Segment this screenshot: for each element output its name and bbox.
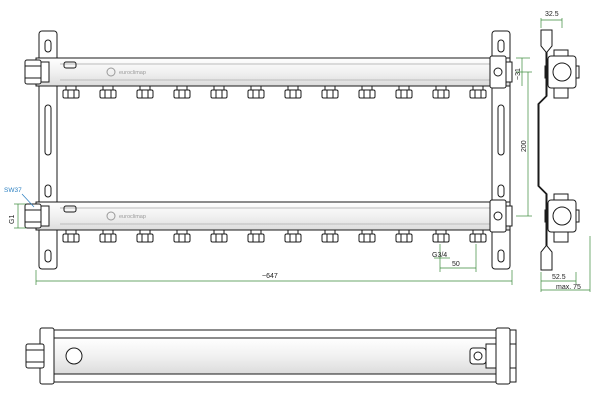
top-view-port (65, 347, 83, 365)
outlet-pitch-label: 50 (452, 261, 460, 268)
bottom-brand-logo: euroclimap (106, 211, 146, 221)
top-outlet-12 (469, 85, 487, 99)
bottom-outlet-9 (358, 229, 376, 243)
side-bracket (537, 29, 553, 271)
top-outlet-7 (284, 85, 302, 99)
center-distance-label: 200 (521, 140, 528, 152)
top-outlet-6 (247, 85, 265, 99)
top-outlets (62, 85, 487, 99)
bottom-brand-text: euroclimap (119, 214, 146, 220)
overall-length-label: ~647 (262, 273, 278, 280)
top-view (25, 327, 517, 385)
wrench-size-label: SW37 (4, 187, 22, 194)
bottom-outlet-1 (62, 229, 80, 243)
front-view: euroclimap euroclimap (24, 30, 513, 270)
side-view (537, 29, 580, 271)
bottom-inlet-nut (24, 203, 50, 229)
inlet-thread-label: G1 (9, 215, 16, 224)
top-brand-text: euroclimap (119, 70, 146, 76)
top-outlet-5 (210, 85, 228, 99)
bottom-outlet-3 (136, 229, 154, 243)
side-width-label: 32.5 (545, 11, 559, 18)
bottom-outlet-4 (173, 229, 191, 243)
bottom-outlet-6 (247, 229, 265, 243)
bottom-outlet-11 (432, 229, 450, 243)
top-offset-label: ~31 (515, 68, 522, 80)
top-outlet-10 (395, 85, 413, 99)
top-outlet-9 (358, 85, 376, 99)
top-view-vent (469, 347, 487, 365)
bottom-outlets (62, 229, 487, 243)
sw37-leader (21, 193, 35, 208)
top-brand-logo: euroclimap (106, 67, 146, 77)
bottom-end-cap (489, 199, 513, 233)
side-max-label: max. 75 (556, 284, 581, 291)
side-depth-label: 52.5 (552, 274, 566, 281)
top-view-inlet-nut (25, 343, 45, 369)
top-view-right-bracket (495, 327, 511, 385)
bottom-outlet-12 (469, 229, 487, 243)
bottom-outlet-2 (99, 229, 117, 243)
dimension-lines (14, 18, 591, 292)
bottom-outlet-8 (321, 229, 339, 243)
top-outlet-11 (432, 85, 450, 99)
top-outlet-1 (62, 85, 80, 99)
side-top-fitting (544, 49, 580, 99)
top-end-cap (489, 55, 513, 89)
top-outlet-8 (321, 85, 339, 99)
bottom-outlet-10 (395, 229, 413, 243)
top-inlet-nut (24, 59, 50, 85)
side-bottom-fitting (544, 193, 580, 243)
top-outlet-2 (99, 85, 117, 99)
top-outlet-3 (136, 85, 154, 99)
bottom-outlet-7 (284, 229, 302, 243)
dimension-texts: ~647 50 G3/4 200 ~31 G1 SW37 32.5 52.5 m… (4, 11, 581, 291)
outlet-thread-label: G3/4 (432, 252, 447, 259)
top-outlet-4 (173, 85, 191, 99)
bottom-outlet-5 (210, 229, 228, 243)
